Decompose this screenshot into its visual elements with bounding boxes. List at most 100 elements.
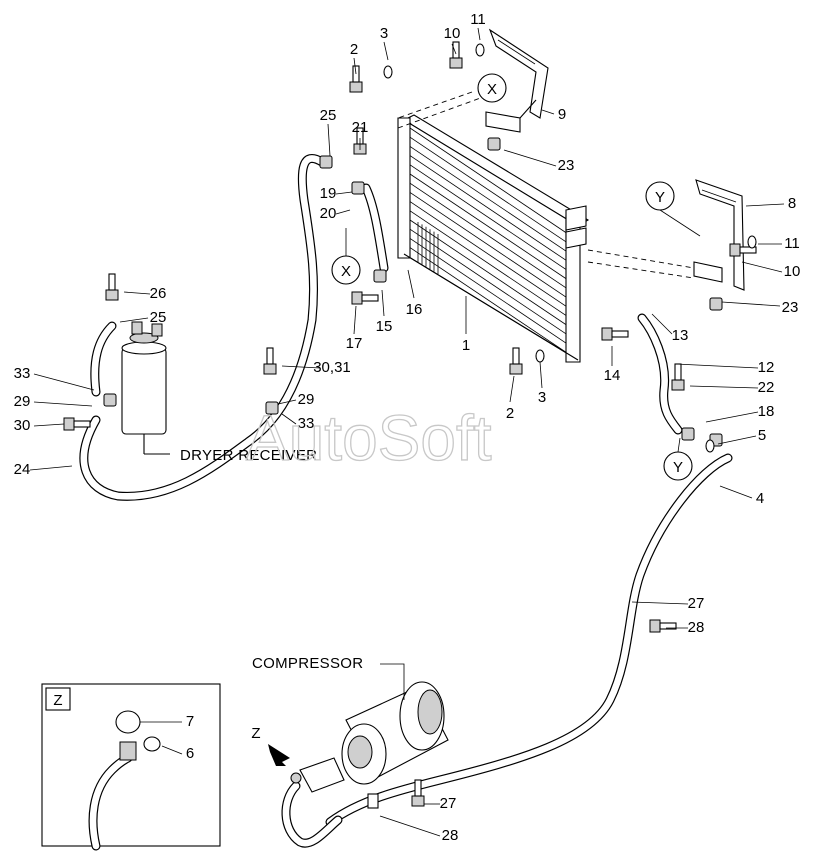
callout-22: 22	[758, 379, 775, 396]
callout-10-right: 10	[784, 263, 801, 280]
leader-line-17	[705, 411, 759, 423]
leader-line-21	[689, 385, 759, 389]
callout-6: 6	[186, 745, 194, 762]
bolt-10	[351, 291, 379, 305]
compressor-label: COMPRESSOR	[252, 655, 363, 672]
callout-9: 9	[558, 106, 566, 123]
bolt-9	[601, 327, 629, 341]
callout-2-top: 2	[350, 41, 358, 58]
callout-20: 20	[320, 205, 337, 222]
leader-line-39	[33, 401, 93, 407]
callout-labels: 1 2 3 4 5 6 7 8 9 10 11 12 13 14 15 16 1…	[14, 11, 801, 844]
leader-line-35	[721, 301, 781, 307]
leader-marker-y2	[677, 437, 681, 453]
leader-line-29	[281, 365, 321, 369]
callout-25-lower: 25	[150, 309, 167, 326]
bolt-19	[373, 269, 387, 283]
callout-14: 14	[604, 367, 621, 384]
leader-line-14	[381, 289, 385, 317]
leader-line-3	[719, 485, 753, 499]
callout-33-left: 33	[14, 365, 31, 382]
callout-28-upper: 28	[688, 619, 705, 636]
callout-24: 24	[14, 461, 31, 478]
leader-line-8	[541, 109, 555, 115]
callout-3-top: 3	[380, 25, 388, 42]
bolt-0	[349, 65, 363, 93]
compressor	[290, 681, 449, 809]
callout-16: 16	[406, 301, 423, 318]
washer-2	[535, 349, 545, 363]
leader-line-4	[717, 435, 757, 445]
callout-30-left: 30	[14, 417, 31, 434]
bolt-7	[411, 779, 425, 807]
bolt-14	[487, 137, 501, 151]
callout-1: 1	[462, 337, 470, 354]
callout-15: 15	[376, 318, 393, 335]
leader-line-5	[161, 745, 183, 755]
leader-line-31	[509, 375, 515, 403]
leader-line-2	[383, 41, 389, 61]
callout-3-lower: 3	[538, 389, 546, 406]
leader-line-36	[119, 317, 149, 323]
callout-11-right: 11	[784, 235, 800, 252]
leader-line-30	[281, 413, 297, 425]
leader-line-1	[353, 57, 357, 75]
callout-19: 19	[320, 185, 337, 202]
callout-2-lower: 2	[506, 405, 514, 422]
leader-lines	[29, 27, 785, 837]
leader-line-28	[277, 399, 297, 405]
callout-28-lower: 28	[442, 827, 459, 844]
leader-line-16	[353, 305, 357, 335]
bolt-2	[509, 347, 523, 375]
leader-line-7	[745, 203, 785, 207]
leader-line-10	[477, 27, 481, 41]
view-marker-y-upper-text: Y	[655, 189, 665, 206]
callout-7: 7	[186, 713, 194, 730]
watermark: AutoSoft	[246, 402, 492, 474]
bolt-21	[681, 427, 695, 441]
bracket-8	[587, 179, 745, 291]
bolt-6	[671, 363, 685, 391]
leader-line-15	[407, 269, 415, 299]
washer-1	[475, 43, 485, 57]
view-marker-y-lower-text: Y	[673, 459, 683, 476]
washer-3	[747, 235, 757, 249]
view-marker-x-upper: X	[477, 73, 507, 103]
bolt-13	[319, 155, 333, 169]
bolt-4	[105, 273, 119, 301]
callout-4: 4	[756, 490, 764, 507]
fasteners	[63, 41, 757, 807]
callout-30-31: 30,31	[313, 359, 351, 376]
leader-line-24	[327, 123, 331, 157]
callout-26: 26	[150, 285, 167, 302]
bolt-11	[63, 417, 91, 431]
callout-27-lower: 27	[440, 795, 457, 812]
leader-line-9	[451, 43, 457, 55]
callout-23-top: 23	[558, 157, 575, 174]
callout-10-top: 10	[444, 25, 461, 42]
leader-line-18	[335, 191, 353, 195]
view-marker-y-lower: Y	[663, 451, 693, 481]
leader-line-11	[675, 363, 759, 369]
view-marker-z-arrow-text: Z	[251, 725, 260, 742]
leader-line-19	[335, 209, 351, 215]
callout-29-mid: 29	[298, 391, 315, 408]
washer-0	[383, 65, 393, 79]
callout-27-upper: 27	[688, 595, 705, 612]
view-marker-z-box-text: Z	[53, 692, 62, 709]
dryer-receiver	[121, 321, 170, 455]
leader-line-12	[651, 313, 673, 335]
leader-line-40	[33, 373, 95, 391]
leader-line-23	[29, 465, 73, 471]
arrow-icon	[268, 744, 290, 766]
leader-line-41	[33, 423, 65, 427]
callout-17: 17	[346, 335, 363, 352]
bolt-1	[449, 41, 463, 69]
leader-line-25	[123, 291, 151, 295]
bolt-12	[729, 243, 757, 257]
dryer-receiver-label: DRYER RECEIVER	[180, 447, 317, 464]
view-marker-x-lower: X	[331, 255, 361, 285]
callout-18: 18	[758, 403, 775, 420]
view-marker-y-upper: Y	[645, 181, 675, 211]
